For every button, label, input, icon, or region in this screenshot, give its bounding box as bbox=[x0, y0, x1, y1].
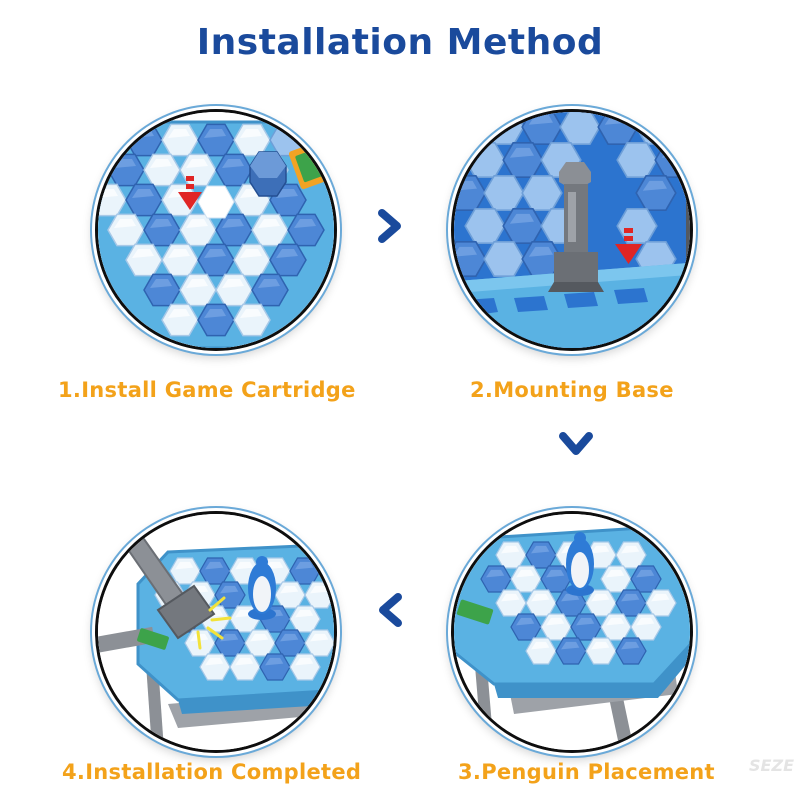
red-down-arrow-icon bbox=[615, 228, 642, 264]
impact-burst-icon bbox=[196, 596, 232, 650]
penguin-icon bbox=[566, 532, 594, 596]
red-down-arrow-icon bbox=[178, 176, 202, 210]
chevron-down-icon bbox=[559, 432, 593, 455]
watermark: SEZE bbox=[749, 756, 794, 775]
step-3-image bbox=[454, 514, 690, 750]
page-title: Installation Method bbox=[196, 22, 604, 63]
step-1-label: 1.Install Game Cartridge bbox=[58, 378, 356, 402]
step-4-label: 4.Installation Completed bbox=[62, 760, 362, 784]
step-3-label: 3.Penguin Placement bbox=[458, 760, 715, 784]
step-2-image bbox=[454, 112, 690, 348]
chevron-left-icon bbox=[379, 593, 402, 627]
step-1-image bbox=[98, 112, 334, 348]
step-2-label: 2.Mounting Base bbox=[470, 378, 674, 402]
penguin-icon bbox=[248, 556, 276, 620]
step-4-image bbox=[98, 514, 334, 750]
chevron-right-icon bbox=[378, 209, 401, 243]
